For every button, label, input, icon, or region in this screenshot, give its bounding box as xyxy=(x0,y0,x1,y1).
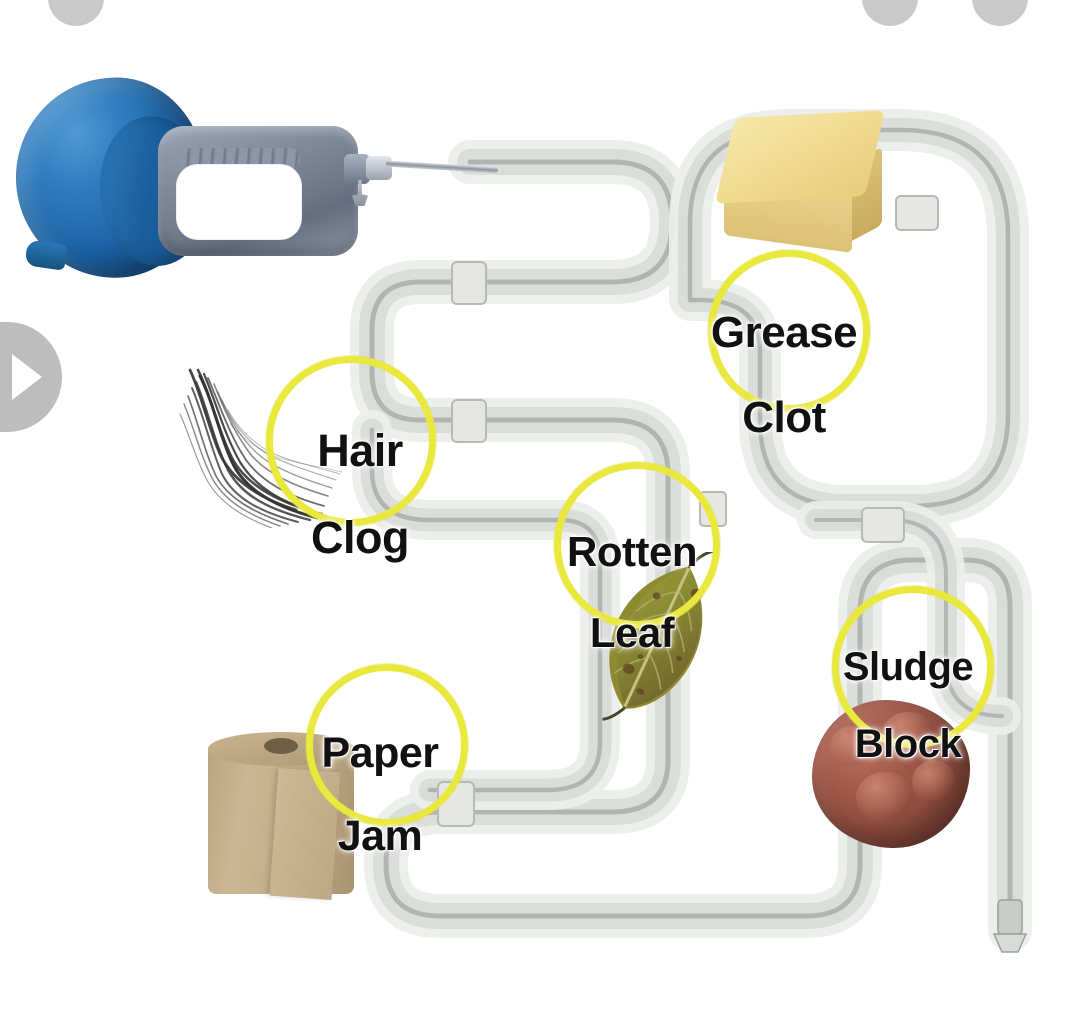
paper-roll-core-hole xyxy=(264,738,298,754)
rotten-leaf-label: Rotten Leaf xyxy=(554,492,710,694)
hair-clump xyxy=(179,368,343,528)
butter-block xyxy=(714,110,886,253)
sludge-block-ring xyxy=(832,586,994,748)
rotten-leaf-label-line1: Rotten xyxy=(567,528,697,576)
sludge-block-label-line1: Sludge xyxy=(842,645,974,690)
auger-handle-opening xyxy=(176,164,302,240)
play-icon xyxy=(12,354,42,400)
sludge-bump-3 xyxy=(856,772,914,822)
hair-clog-label-line2: Clog xyxy=(311,511,409,563)
auger-collar xyxy=(344,154,370,184)
rotten-leaf-ring xyxy=(554,462,720,628)
butter-top-face xyxy=(714,110,886,204)
sludge-bump-4 xyxy=(912,760,956,804)
paper-jam-label-line1: Paper xyxy=(321,729,439,778)
hair-clog-label-line1: Hair xyxy=(317,425,403,477)
drain-auger xyxy=(8,70,499,300)
grease-clot-label-line2: Clot xyxy=(742,392,826,442)
hair-clog-ring xyxy=(266,356,436,526)
sludge-block-label: Sludge Block xyxy=(832,610,984,802)
auger-nut xyxy=(366,156,392,180)
sludge-block-label-line2: Block xyxy=(854,722,962,767)
grease-clot-label: Grease Clot xyxy=(706,270,862,481)
rotten-leaf-label-line2: Leaf xyxy=(589,608,675,656)
paper-jam-label-line2: Jam xyxy=(337,811,423,860)
grease-clot-ring xyxy=(708,250,870,412)
paper-jam-label: Paper Jam xyxy=(304,692,456,898)
pipe-outlet-nozzle xyxy=(992,899,1028,953)
grease-clot-label-line1: Grease xyxy=(710,308,858,358)
auger-handle xyxy=(158,126,358,256)
auger-drum-foot xyxy=(24,239,68,271)
hair-clog-label: Hair Clog xyxy=(300,386,420,602)
paper-jam-ring xyxy=(306,664,468,826)
